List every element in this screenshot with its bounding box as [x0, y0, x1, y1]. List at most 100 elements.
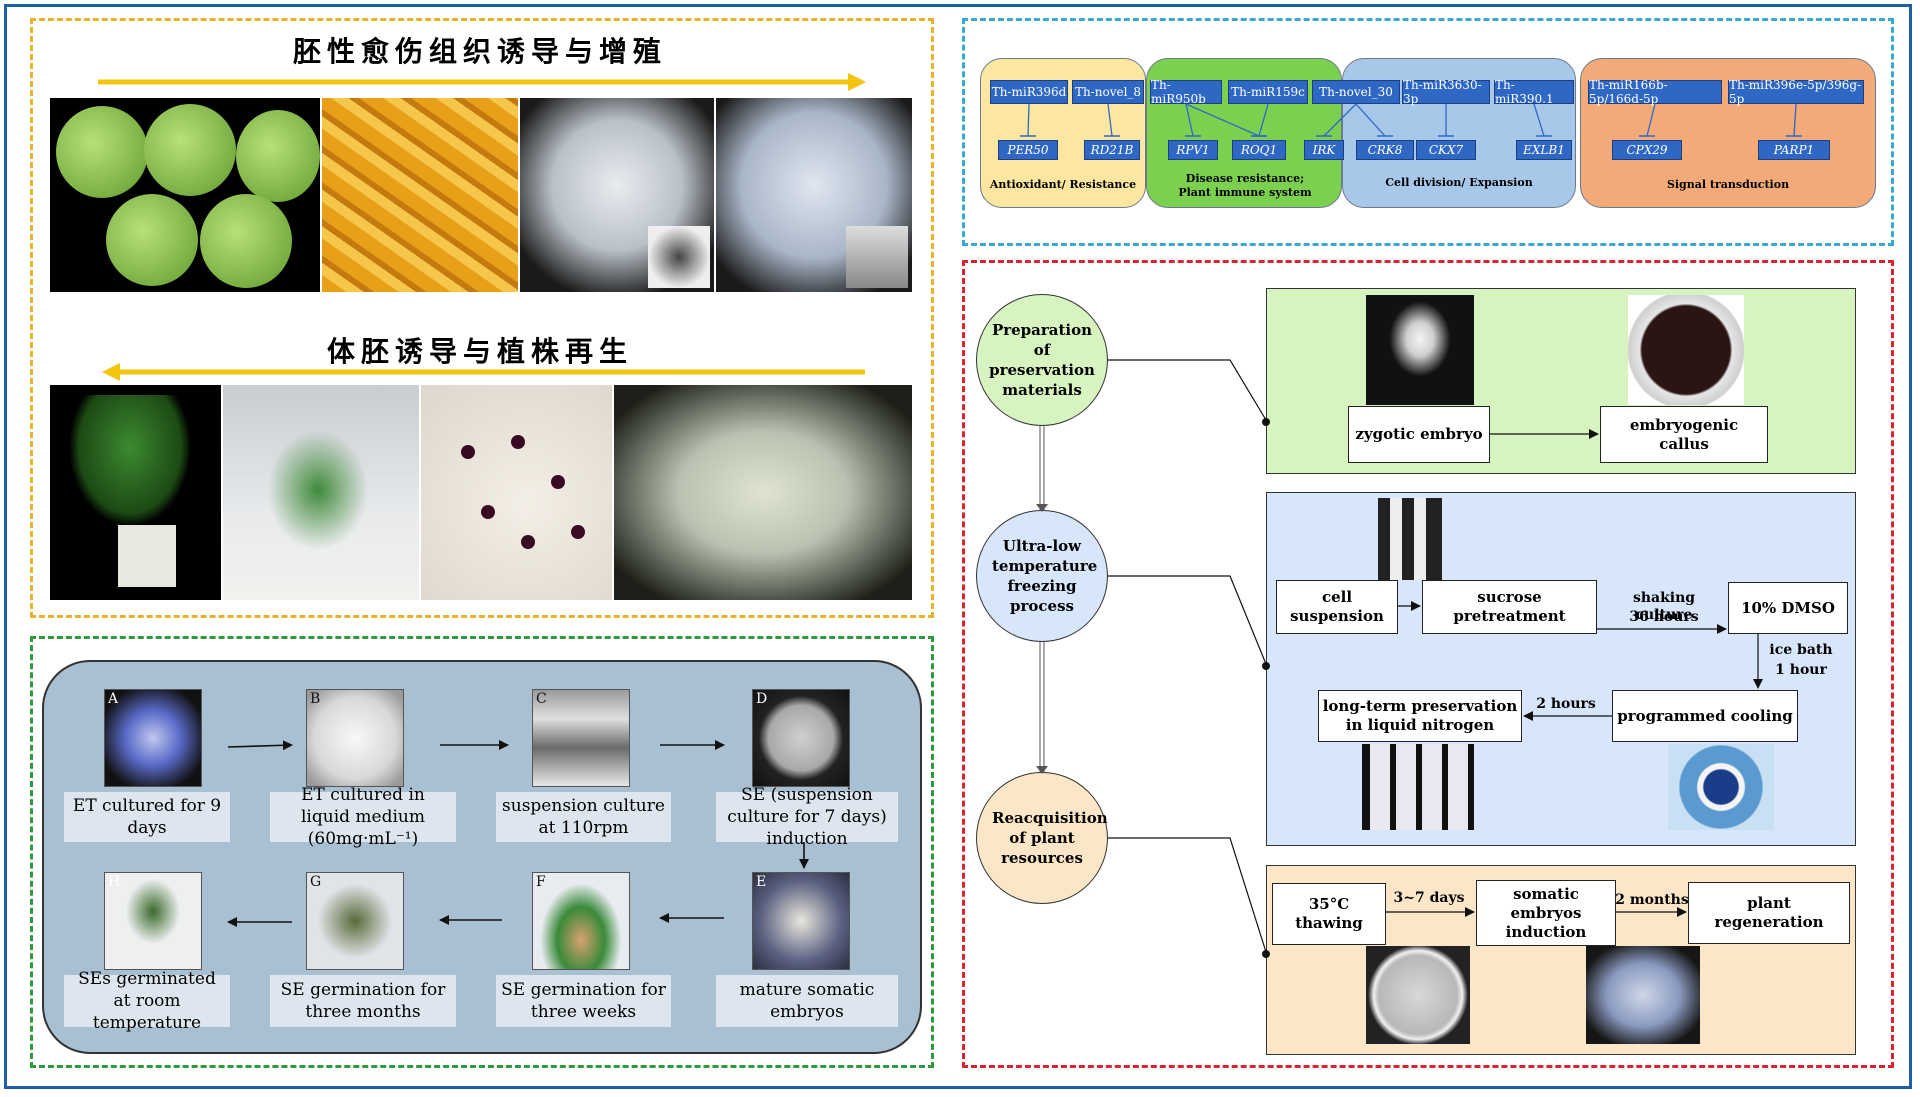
label-shaking-culture: shaking culture	[1632, 590, 1696, 623]
workflow-image-c: C	[532, 689, 630, 787]
workflow-letter-e: E	[756, 874, 767, 890]
box-sucrose-pretreatment: sucrose pretreatment	[1422, 580, 1597, 634]
photo-germinating-embryos	[421, 385, 612, 600]
inhibition-line-7	[1355, 103, 1386, 137]
workflow-caption-c: suspension culture at 110rpm	[496, 792, 671, 842]
photo-somatic-embryo-cluster	[1586, 946, 1700, 1044]
workflow-image-b: B	[306, 689, 404, 787]
box-cell-suspension: cell suspension	[1276, 580, 1398, 634]
inhibition-line-1	[1027, 103, 1030, 137]
stage-reacquisition-label: Reacquisition of plant resources	[992, 809, 1108, 867]
workflow-letter-g: G	[310, 874, 322, 890]
workflow-letter-a: A	[108, 691, 119, 707]
target-gene-7: CKX7	[1416, 140, 1476, 160]
target-gene-2: RD21B	[1084, 140, 1140, 160]
box-thawing: 35°C thawing	[1272, 883, 1386, 945]
workflow-caption-f: SE germination for three weeks	[496, 975, 671, 1027]
regeneration-title: 体胚诱导与植株再生	[326, 335, 633, 368]
target-gene-8: EXLB1	[1516, 140, 1572, 160]
photo-thawing-dish	[1366, 946, 1470, 1044]
stage-reacquisition: Reacquisition of plant resources	[976, 772, 1108, 904]
cryopreservation-section	[962, 260, 1894, 1068]
photo-cryovials	[1362, 744, 1474, 830]
inhibition-line-11	[1793, 103, 1797, 137]
workflow-letter-f: F	[536, 874, 546, 890]
photo-seeds	[322, 98, 518, 292]
workflow-caption-d: SE (suspension culture for 7 days) induc…	[716, 785, 898, 849]
workflow-letter-h: H	[108, 874, 121, 890]
workflow-image-g: G	[306, 872, 404, 970]
photo-callus-2	[716, 98, 912, 292]
inhibition-line-3	[1185, 103, 1194, 137]
target-gene-6: CRK8	[1356, 140, 1414, 160]
workflow-image-a: A	[104, 689, 202, 787]
workflow-letter-d: D	[756, 691, 768, 707]
target-gene-10: PARP1	[1758, 140, 1830, 160]
box-embryogenic-callus: embryogenic callus	[1600, 406, 1768, 463]
photo-green-cones	[50, 98, 320, 292]
photo-plantlets-flask	[223, 385, 419, 600]
workflow-caption-e: mature somatic embryos	[716, 975, 898, 1027]
inhibition-line-9	[1533, 103, 1545, 137]
stage-preparation: Preparation of preservation materials	[976, 294, 1108, 426]
photo-callus-dish	[1628, 295, 1744, 405]
mirna-2: Th-novel_8	[1072, 80, 1144, 104]
photo-plantlet-pot	[50, 385, 221, 600]
mirna-3: Th-miR950b	[1150, 78, 1222, 106]
workflow-caption-a: ET cultured for 9 days	[64, 792, 230, 842]
mirna-4: Th-miR159c	[1228, 80, 1308, 104]
workflow-image-d: D	[752, 689, 850, 787]
mirna-group-label-4: Signal transduction	[1666, 178, 1790, 191]
workflow-arrow-1	[227, 740, 293, 751]
mirna-9: Th-miR396e-5p/396g-5p	[1728, 78, 1864, 106]
photo-tubes	[1378, 498, 1442, 580]
box-zygotic-embryo: zygotic embryo	[1348, 406, 1490, 463]
inhibition-line-5	[1258, 103, 1269, 137]
box-plant-regeneration: plant regeneration	[1688, 882, 1850, 944]
photo-freezing-container	[1668, 744, 1774, 830]
inhibition-line-4	[1185, 103, 1260, 137]
workflow-image-f: F	[532, 872, 630, 970]
target-gene-9: CPX29	[1612, 140, 1682, 160]
stage-preparation-label: Preparation of preservation materials	[989, 321, 1095, 399]
target-gene-1: PER50	[998, 140, 1058, 160]
workflow-section	[30, 636, 934, 1068]
workflow-caption-g: SE germination for three months	[270, 975, 456, 1027]
inhibition-line-10	[1646, 103, 1656, 137]
box-somatic-embryos-induction: somatic embryos induction	[1476, 880, 1616, 946]
mirna-7: Th-miR390.1	[1494, 78, 1574, 106]
mirna-8: Th-miR166b-5p/166d-5p	[1588, 78, 1722, 106]
box-programmed-cooling: programmed cooling	[1612, 690, 1798, 742]
photo-callus-1	[520, 98, 714, 292]
stage-freezing: Ultra-low temperature freezing process	[976, 510, 1108, 642]
workflow-image-h: H	[104, 872, 202, 970]
mirna-1: Th-miR396d	[990, 80, 1068, 104]
label-2-hours: 2 hours	[1536, 696, 1596, 712]
workflow-letter-c: C	[536, 691, 547, 707]
callus-title: 胚性愈伤组织诱导与增殖	[292, 35, 667, 68]
photo-somatic-embryos	[614, 385, 912, 600]
label-1-hour: 1 hour	[1775, 662, 1827, 678]
mirna-section	[962, 18, 1894, 246]
mirna-group-label-1: Antioxidant/ Resistance	[989, 178, 1137, 191]
target-gene-5: IRK	[1304, 140, 1344, 160]
mirna-6: Th-miR3630-3p	[1402, 78, 1490, 106]
mirna-group-label-2: Disease resistance; Plant immune system	[1178, 172, 1312, 199]
box-dmso: 10% DMSO	[1728, 582, 1848, 634]
workflow-letter-b: B	[310, 691, 321, 707]
mirna-group-label-3: Cell division/ Expansion	[1385, 176, 1533, 189]
figure-frame	[4, 4, 1912, 1089]
box-long-term-preservation: long-term preservation in liquid nitroge…	[1318, 690, 1522, 742]
workflow-caption-b: ET cultured in liquid medium (60mg·mL⁻¹)	[270, 785, 456, 849]
inhibition-line-2	[1107, 103, 1113, 137]
label-3-7-days: 3~7 days	[1393, 890, 1465, 906]
callus-section	[30, 18, 934, 618]
workflow-image-e: E	[752, 872, 850, 970]
label-36-hours: 36 hours	[1629, 609, 1699, 625]
target-gene-4: ROQ1	[1232, 140, 1286, 160]
target-gene-3: RPV1	[1168, 140, 1218, 160]
